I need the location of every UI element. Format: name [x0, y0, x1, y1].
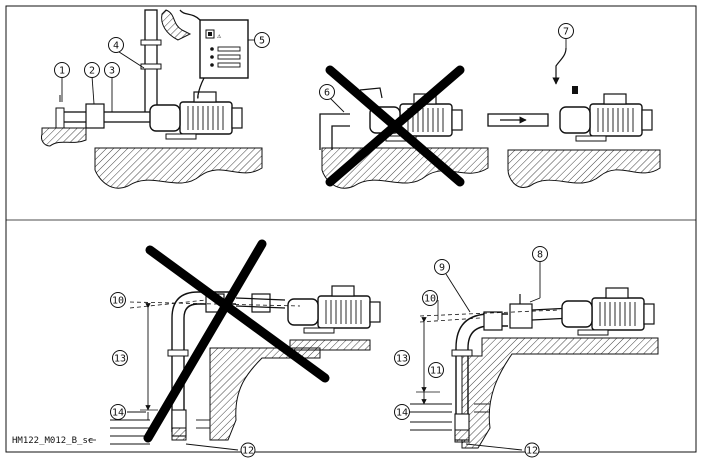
water-level-lines [410, 403, 490, 431]
callout-10-left: 10 [110, 292, 126, 308]
callout-2: 2 [84, 62, 100, 105]
callout-13-right: 13 [394, 350, 410, 366]
svg-text:8: 8 [537, 250, 543, 261]
svg-text:1: 1 [59, 66, 65, 77]
isolating-valve [509, 303, 533, 329]
svg-text:13: 13 [114, 354, 126, 365]
callout-1: 1 [54, 62, 70, 102]
suction-pipe [59, 111, 153, 123]
callout-14-left: 14 [110, 404, 146, 420]
water-level-lines [110, 419, 210, 445]
callout-5: 5 [248, 32, 270, 48]
svg-text:12: 12 [242, 446, 254, 457]
cross-mark-line [325, 65, 465, 187]
callout-11: 11 [428, 362, 444, 378]
wall-bracket [161, 9, 192, 41]
svg-text:2: 2 [89, 66, 95, 77]
callout-7: 7 [558, 23, 574, 48]
callout-12-left: 12 [185, 442, 256, 458]
callout-6: 6 [319, 84, 345, 113]
pump-d [287, 285, 381, 334]
svg-text:6: 6 [324, 88, 330, 99]
panel-bottom-right [410, 287, 659, 449]
svg-text:3: 3 [109, 66, 115, 77]
bent-suction-pipe [319, 113, 350, 150]
callout-8: 8 [529, 246, 548, 303]
ground-slab [507, 149, 661, 188]
callout-9: 9 [434, 259, 471, 313]
foot-valve-ground [41, 127, 87, 147]
well-wall [209, 347, 321, 441]
svg-text:10: 10 [112, 296, 124, 307]
panel-top-right [487, 47, 661, 188]
callouts: 1 2 3 4 5 6 [54, 23, 574, 458]
callout-4: 4 [108, 37, 145, 69]
pump-a [149, 91, 243, 140]
panel-bottom-left [110, 239, 381, 445]
callout-13-left: 13 [112, 350, 128, 366]
callout-10-right: 10 [422, 290, 438, 306]
svg-text:9: 9 [439, 263, 445, 274]
ground-slab [94, 147, 263, 189]
svg-text:11: 11 [430, 366, 442, 377]
control-cable [197, 77, 205, 99]
svg-text:10: 10 [424, 294, 436, 305]
panel-top-center [319, 65, 489, 189]
callout-3: 3 [104, 62, 120, 112]
svg-text:14: 14 [112, 408, 124, 419]
cross-mark-line [143, 239, 267, 443]
svg-text:⚠: ⚠ [217, 32, 222, 40]
svg-text:5: 5 [259, 36, 265, 47]
svg-text:4: 4 [113, 41, 119, 52]
non-return-valve [85, 103, 105, 129]
pump-e [561, 287, 655, 336]
svg-text:13: 13 [396, 354, 408, 365]
svg-text:7: 7 [563, 27, 569, 38]
discharge-pipe [144, 9, 158, 115]
figure-code: HM122_M012_B_sc [12, 436, 93, 446]
cross-mark-line [145, 245, 330, 383]
pump-c [559, 93, 653, 142]
svg-text:14: 14 [396, 408, 408, 419]
suction-pipe-vertical [183, 303, 236, 432]
callout-12-right: 12 [465, 442, 540, 458]
panel-top-left: ⚠ [41, 9, 263, 189]
callout-14-right: 14 [394, 404, 410, 420]
priming-plug-pointer [552, 47, 567, 85]
svg-text:12: 12 [526, 446, 538, 457]
frame-border [5, 5, 697, 453]
well-wall [461, 337, 659, 449]
